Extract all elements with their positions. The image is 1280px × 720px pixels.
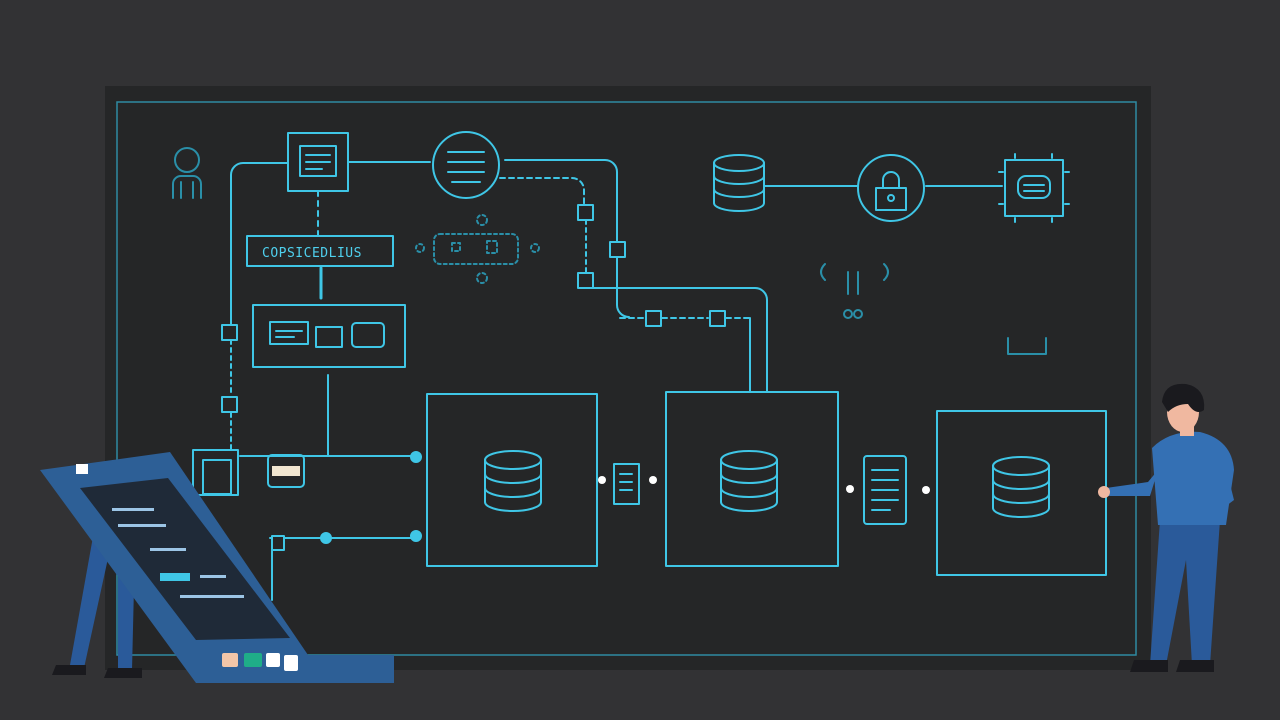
list-circle-icon: [432, 131, 500, 199]
person-leg: [70, 520, 112, 668]
node-dot: [598, 476, 606, 484]
tablet-button: [266, 653, 280, 667]
connector-circle-right: [504, 159, 618, 243]
tablet-screen: [80, 478, 290, 640]
tablet-screen-lines: [112, 508, 244, 598]
connector-down-to-db2: [585, 287, 768, 393]
person-arm: [1218, 468, 1234, 506]
node-square: [221, 324, 238, 341]
node-square: [645, 310, 662, 327]
label-box-text: COPSICEDLIUS: [262, 246, 362, 261]
node-square: [271, 535, 285, 551]
node-square: [709, 310, 726, 327]
tablet-camera: [76, 464, 88, 474]
tablet-device: [40, 452, 394, 683]
person-shirt: [1152, 431, 1234, 525]
person-shoe: [104, 668, 142, 678]
person-shoe: [1176, 660, 1214, 672]
person-shoe: [52, 665, 86, 675]
database-icon: [713, 154, 765, 212]
board-inner-frame: [116, 101, 1137, 656]
device-sketch: [415, 214, 540, 284]
control-panel: [252, 304, 406, 368]
connector-to-db2: [616, 256, 630, 318]
node-square: [577, 272, 594, 289]
person-hand: [1098, 486, 1110, 498]
node-square: [221, 396, 238, 413]
person-arm: [1106, 470, 1158, 496]
document-icon: [613, 463, 640, 505]
tablet-button: [284, 655, 298, 671]
document-icon: [863, 455, 907, 525]
person-pants: [1150, 520, 1220, 665]
node-square: [577, 204, 594, 221]
person-figure: [1098, 383, 1234, 672]
connector-circle-right-dashed: [499, 177, 585, 206]
board: [105, 86, 1151, 670]
floating-marks: [820, 263, 1047, 355]
label-box: [246, 235, 394, 267]
chip-icon: [998, 153, 1070, 223]
node-dot: [320, 532, 332, 544]
tablet-button: [244, 653, 262, 667]
person-shoe: [1130, 660, 1168, 672]
node-dot: [649, 476, 657, 484]
node-dot: [922, 486, 930, 494]
db-box-1: [426, 393, 598, 567]
lock-icon: [857, 154, 925, 222]
node-dot: [410, 451, 422, 463]
node-dot: [846, 485, 854, 493]
person-hair: [1162, 383, 1205, 412]
db-box-2: [665, 391, 839, 567]
node-square: [609, 241, 626, 258]
server-icon: [192, 449, 305, 496]
tablet-button: [222, 653, 238, 667]
connector-left-vertical: [230, 162, 289, 331]
node-dot: [410, 530, 422, 542]
user-icon: [172, 147, 202, 199]
